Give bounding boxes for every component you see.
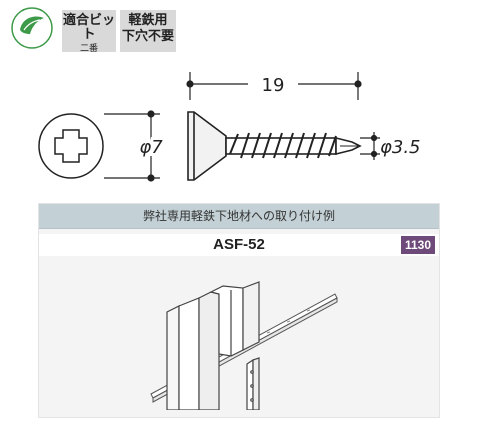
phillips-cross-icon bbox=[54, 129, 88, 163]
panel-title-bar: 弊社専用軽鉄下地材への取り付け例 bbox=[39, 204, 439, 229]
installation-illustration bbox=[150, 281, 338, 410]
eco-logo bbox=[10, 6, 54, 50]
light-steel-badge: 軽鉄用 下穴不要 bbox=[120, 10, 176, 52]
screw-head-top-view bbox=[38, 113, 104, 179]
panel-title: 弊社専用軽鉄下地材への取り付け例 bbox=[142, 209, 335, 223]
head-diameter-label: φ7 bbox=[139, 137, 163, 158]
steel-stud bbox=[166, 281, 260, 410]
screw-side-view bbox=[187, 111, 362, 181]
installation-example-panel: 弊社専用軽鉄下地材への取り付け例 ASF-52 1130 bbox=[38, 203, 440, 418]
light-steel-title: 軽鉄用 bbox=[128, 13, 168, 28]
leaf-icon bbox=[11, 7, 53, 49]
length-label: 19 bbox=[262, 75, 285, 96]
model-row: ASF-52 1130 bbox=[39, 234, 439, 256]
shank-diameter-dimension bbox=[360, 132, 380, 160]
screw-drawing: 19 φ7 φ3.5 bbox=[38, 72, 421, 182]
shank-diameter-label: φ3.5 bbox=[380, 137, 421, 158]
bit-size-badge: 適合ビット 二番 bbox=[62, 10, 116, 55]
stud-strap bbox=[246, 357, 260, 410]
bit-size-title: 適合ビット bbox=[62, 13, 115, 42]
no-pilot-hole-text: 下穴不要 bbox=[121, 28, 174, 44]
length-dimension bbox=[186, 72, 362, 100]
page-number-badge: 1130 bbox=[400, 236, 435, 254]
bit-size-value: 二番 bbox=[79, 44, 98, 55]
model-name: ASF-52 bbox=[213, 236, 265, 253]
head-diameter-dimension bbox=[104, 110, 160, 182]
